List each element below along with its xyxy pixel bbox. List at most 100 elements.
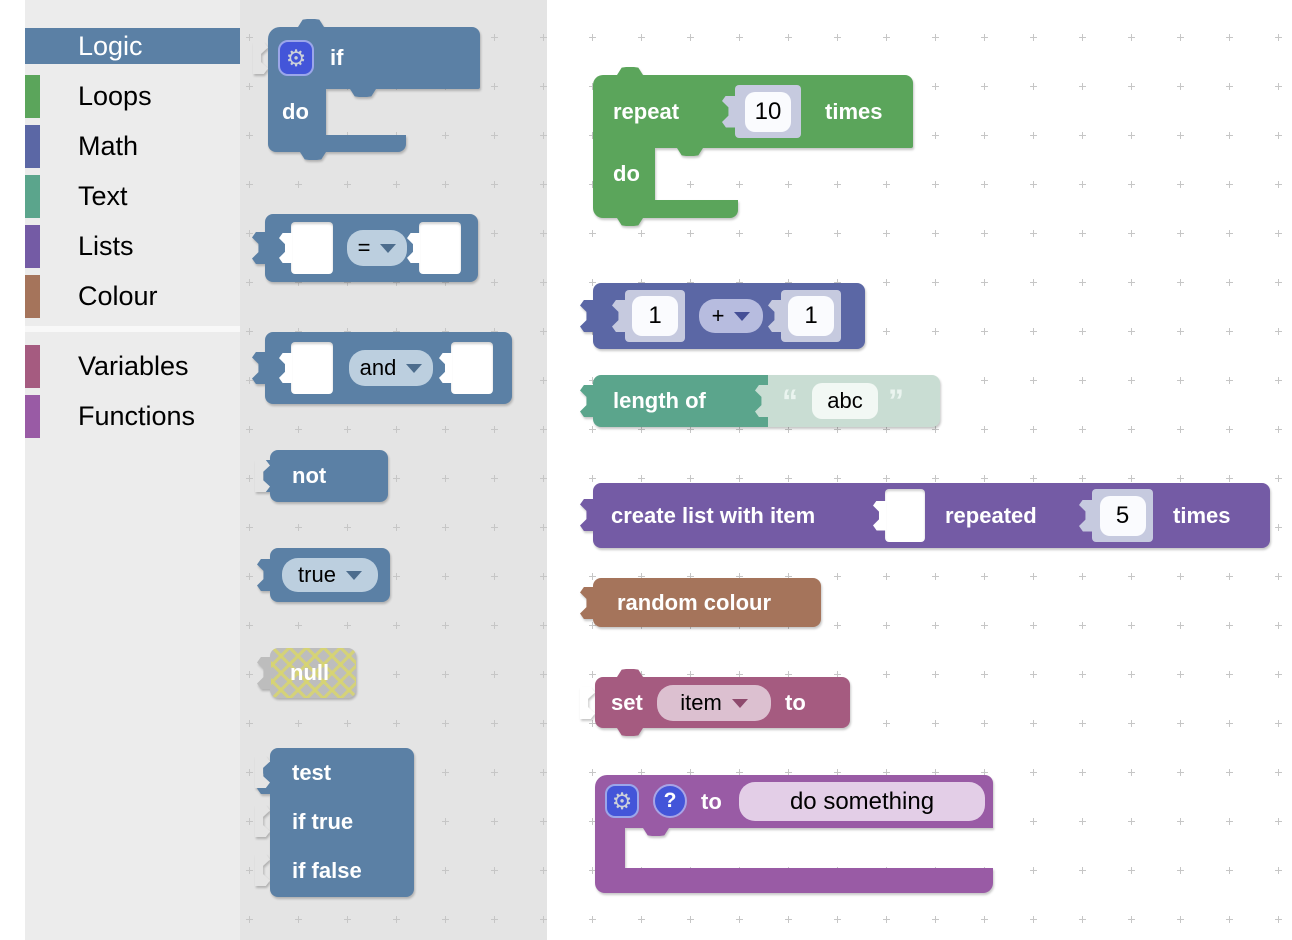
times-label: times [1173,503,1231,528]
right-number-field[interactable]: 1 [788,296,834,336]
mutator-gear-icon[interactable]: ⚙ [278,40,314,76]
grid-dot [1275,622,1282,629]
left-number-field[interactable]: 1 [632,296,678,336]
grid-dot [1128,671,1135,678]
output-connector-tab [252,352,266,384]
mutator-gear-icon[interactable]: ⚙ [605,784,639,818]
grid-dot [1226,34,1233,41]
value-input-socket[interactable] [580,687,595,719]
grid-dot [834,622,841,629]
grid-dot [1275,132,1282,139]
grid-dot [981,622,988,629]
statement-input-notch[interactable] [677,148,703,156]
grid-dot [1226,573,1233,580]
text-value-field[interactable]: abc [812,383,878,419]
grid-dot [834,573,841,580]
operator-dropdown[interactable]: = [347,230,407,266]
dropdown-arrow-icon [731,698,748,708]
left-operand-socket[interactable] [291,342,333,394]
category-color-swatch [25,175,40,218]
not-label: not [292,463,327,488]
grid-dot [981,132,988,139]
toolbox-category-text[interactable]: Text [25,175,240,218]
value-input-socket[interactable] [253,42,268,74]
repeat-count-shadow-block[interactable]: 10 [722,85,801,138]
output-connector-tab [257,657,271,689]
repeat-label: repeat [613,99,680,124]
grid-dot [1177,426,1184,433]
toolbox-category-math[interactable]: Math [25,125,240,168]
grid-dot [1226,279,1233,286]
grid-dot [1079,867,1086,874]
boolean-dropdown[interactable]: true [282,558,378,592]
shadow-output-tab [755,385,769,417]
if-false-input-socket[interactable] [255,854,270,886]
count-field[interactable]: 5 [1099,495,1146,536]
toolbox-category-lists[interactable]: Lists [25,225,240,268]
operator-dropdown[interactable]: + [699,299,763,333]
grid-dot [1128,475,1135,482]
left-operand-socket[interactable] [291,222,333,274]
grid-dot [785,181,792,188]
grid-dot [1128,916,1135,923]
grid-dot [1030,671,1037,678]
grid-dot [1275,818,1282,825]
category-color-swatch [25,75,40,118]
grid-dot [1128,867,1135,874]
dropdown-arrow-icon [734,311,751,321]
do-label: do [282,99,309,124]
grid-dot [1079,279,1086,286]
grid-dot [1177,34,1184,41]
grid-dot [1226,622,1233,629]
toolbox-category-variables[interactable]: Variables [25,345,240,388]
grid-dot [1030,279,1037,286]
category-color-swatch [25,125,40,168]
if-true-input-socket[interactable] [255,805,270,837]
grid-dot [1275,83,1282,90]
grid-dot [1275,426,1282,433]
shadow-output-tab [722,95,736,128]
toolbox-category-loops[interactable]: Loops [25,75,240,118]
grid-dot [589,426,596,433]
grid-dot [736,34,743,41]
operator-value: = [357,235,371,260]
times-label: times [825,99,883,124]
grid-dot [1275,279,1282,286]
right-operand-socket[interactable] [419,222,461,274]
toolbox-category-logic[interactable]: Logic [25,28,240,71]
grid-dot [1275,769,1282,776]
count-shadow-block[interactable]: 5 [1079,489,1153,542]
grid-dot [687,916,694,923]
right-number-shadow-block[interactable]: 1 [768,290,841,342]
operator-dropdown[interactable]: and [349,350,433,386]
grid-dot [1177,867,1184,874]
set-label: set [611,690,643,715]
variable-dropdown[interactable]: item [657,685,771,721]
grid-dot [1226,181,1233,188]
grid-dot [883,34,890,41]
left-number-shadow-block[interactable]: 1 [612,290,685,342]
item-value-socket[interactable] [885,489,925,542]
test-input-socket[interactable] [255,756,270,788]
grid-dot [1030,475,1037,482]
category-label: Functions [78,401,196,431]
grid-dot [981,573,988,580]
value-input-socket[interactable] [255,460,270,492]
toolbox-category-colour[interactable]: Colour [25,275,240,318]
statement-input-notch[interactable] [350,89,376,97]
next-connection-notch [617,728,643,736]
category-label: Math [78,131,139,161]
previous-connection-notch [298,19,324,27]
statement-input-notch[interactable] [643,828,669,836]
right-operand-socket[interactable] [451,342,493,394]
grid-dot [1177,720,1184,727]
open-quote: “ [782,383,798,419]
repeat-count-field[interactable]: 10 [745,91,791,132]
grid-dot [1177,818,1184,825]
grid-dot [1226,83,1233,90]
help-icon[interactable]: ? [653,784,687,818]
function-name-field[interactable]: do something [739,782,985,821]
toolbox-category-functions[interactable]: Functions [25,395,240,438]
grid-dot [1177,573,1184,580]
grid-dot [883,573,890,580]
